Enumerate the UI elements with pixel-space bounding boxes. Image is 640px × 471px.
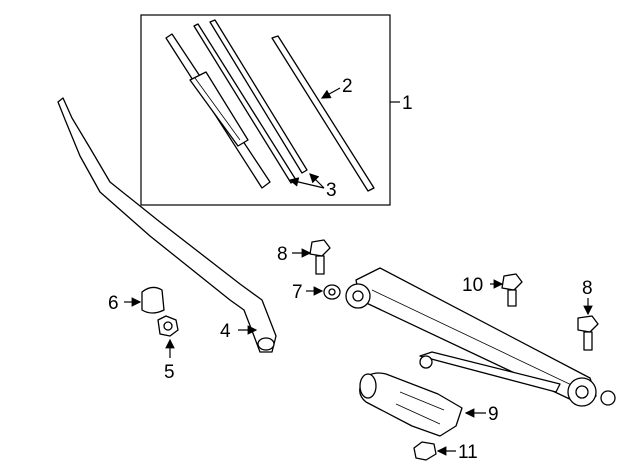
callout-2: 2 xyxy=(342,76,353,97)
blade-insert xyxy=(271,35,375,192)
callout-11: 11 xyxy=(458,442,478,463)
wiper-blade xyxy=(165,33,271,189)
callout-4: 4 xyxy=(220,321,231,342)
blade-kit-box xyxy=(140,14,400,206)
arm-cap xyxy=(141,286,165,314)
callout-6: 6 xyxy=(108,293,119,314)
arm-nut xyxy=(157,315,179,337)
callout-8-left: 8 xyxy=(277,244,288,265)
callout-8-right: 8 xyxy=(582,278,593,299)
motor-nut xyxy=(413,441,437,461)
bolt-8-left xyxy=(309,239,331,275)
callout-1: 1 xyxy=(402,93,413,114)
grommet xyxy=(323,284,341,300)
wiper-arm xyxy=(57,97,277,353)
callout-7: 7 xyxy=(292,282,303,303)
wiper-linkage xyxy=(345,267,616,407)
callout-3: 3 xyxy=(326,180,337,201)
callout-5: 5 xyxy=(164,362,175,383)
callout-9: 9 xyxy=(488,404,499,425)
bolt-8-right xyxy=(577,315,599,351)
bolt-10 xyxy=(501,273,523,307)
callout-10: 10 xyxy=(462,275,483,296)
leader-lines xyxy=(124,87,593,456)
wiper-motor xyxy=(359,372,463,437)
